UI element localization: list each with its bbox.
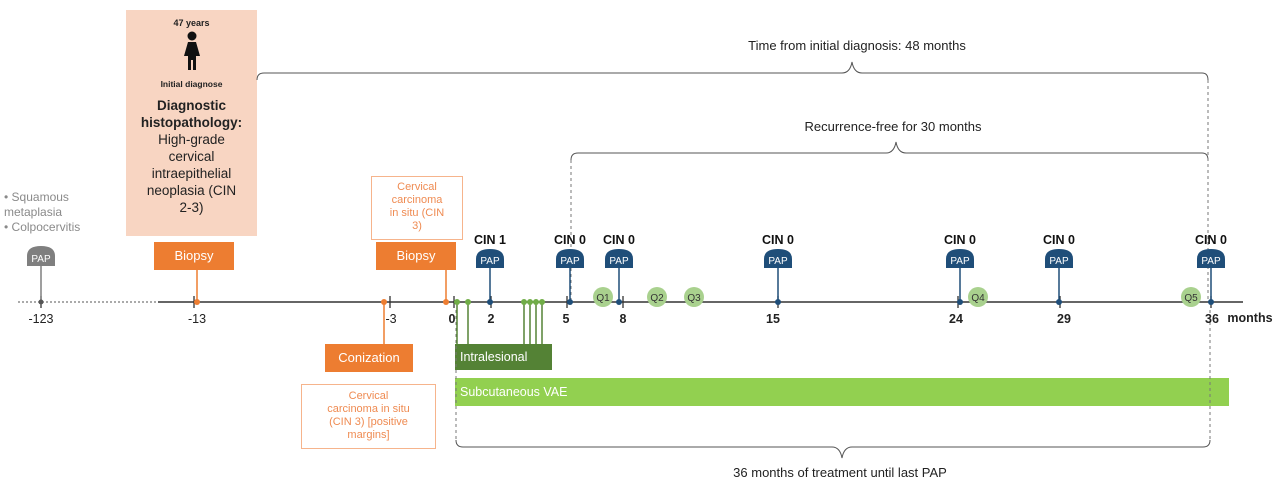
svg-text:CIN 1: CIN 1 [474, 233, 506, 247]
tick-label: -3 [385, 312, 396, 326]
span-label-recurrence-free: Recurrence-free for 30 months [804, 119, 982, 134]
svg-text:PAP: PAP [1049, 256, 1069, 267]
cis-finding-box: Cervical carcinoma in situ (CIN 3) [371, 176, 463, 240]
initial-diagnose-label: Initial diagnose [160, 79, 223, 89]
svg-text:Q3: Q3 [687, 293, 701, 304]
svg-text:PAP: PAP [1201, 256, 1221, 267]
age-label: 47 years [173, 18, 210, 28]
tick-label: -123 [28, 312, 53, 326]
svg-text:PAP: PAP [560, 256, 580, 267]
svg-text:CIN 0: CIN 0 [554, 233, 586, 247]
svg-text:CIN 0: CIN 0 [1043, 233, 1075, 247]
tick-label: 8 [620, 312, 627, 326]
prior-finding-item: • Squamous metaplasia [4, 190, 69, 219]
svg-text:CIN 0: CIN 0 [944, 233, 976, 247]
questionnaire-marker: Q1 [593, 287, 613, 307]
subcutaneous-vae-bar: Subcutaneous VAE [455, 378, 1229, 406]
svg-text:Q1: Q1 [596, 293, 610, 304]
prior-findings: • Squamous metaplasia • Colpocervitis [4, 190, 114, 235]
initial-diagnosis-panel: 47 years Initial diagnose Diagnostic his… [126, 10, 257, 236]
biopsy-tag-first: Biopsy [154, 242, 234, 270]
histopathology-text: High-grade cervical intraepithelial neop… [146, 132, 237, 215]
brace-recurrence-free [570, 141, 1209, 161]
pap-marker-gray: PAP [27, 246, 55, 305]
questionnaire-marker: Q2 [647, 287, 667, 307]
questionnaire-marker: Q3 [684, 287, 704, 307]
svg-text:Q5: Q5 [1184, 293, 1198, 304]
svg-text:PAP: PAP [480, 256, 500, 267]
pap-marker: CIN 1 PAP [474, 233, 506, 305]
tick-label: 5 [563, 312, 570, 326]
svg-text:PAP: PAP [768, 256, 788, 267]
injection-dots [454, 299, 545, 305]
biopsy-tag-second: Biopsy [376, 242, 456, 270]
pap-label: PAP [31, 254, 51, 265]
span-label-total: Time from initial diagnosis: 48 months [748, 38, 966, 53]
tick-label: 2 [488, 312, 495, 326]
cis-margins-finding-box: Cervical carcinoma in situ (CIN 3) [posi… [301, 384, 436, 449]
brace-total [256, 61, 1209, 81]
svg-text:CIN 0: CIN 0 [762, 233, 794, 247]
pap-marker: CIN 0 PAP [603, 233, 635, 305]
brace-treatment [455, 439, 1211, 459]
pap-marker: CIN 0 PAP [762, 233, 794, 305]
span-label-treatment: 36 months of treatment until last PAP [733, 465, 947, 480]
tick-label: 0 [449, 312, 456, 326]
svg-text:Q4: Q4 [971, 293, 985, 304]
svg-text:CIN 0: CIN 0 [1195, 233, 1227, 247]
svg-text:PAP: PAP [609, 256, 629, 267]
biopsy-event-dot [443, 299, 449, 305]
pap-marker: CIN 0 PAP [554, 233, 586, 305]
prior-finding-item: • Colpocervitis [4, 220, 81, 234]
conization-event-dot [381, 299, 387, 305]
tick-label: -13 [188, 312, 206, 326]
tick-label: 15 [766, 312, 780, 326]
woman-icon [183, 31, 200, 70]
svg-text:CIN 0: CIN 0 [603, 233, 635, 247]
tick-label: 24 [949, 312, 963, 326]
pap-marker: CIN 0 PAP [1195, 233, 1227, 305]
pap-marker: CIN 0 PAP [944, 233, 976, 305]
tick-label: 36 [1205, 312, 1219, 326]
pap-marker: CIN 0 PAP [1043, 233, 1075, 305]
biopsy-event-dot [194, 299, 200, 305]
tick-label: 29 [1057, 312, 1071, 326]
questionnaire-marker: Q5 [1181, 287, 1201, 307]
conization-tag: Conization [325, 344, 413, 372]
svg-text:Q2: Q2 [650, 293, 664, 304]
svg-text:PAP: PAP [950, 256, 970, 267]
axis-unit-label: months [1227, 311, 1272, 325]
questionnaire-marker: Q4 [968, 287, 988, 307]
histopathology-title: Diagnostic histopathology: [140, 98, 243, 130]
